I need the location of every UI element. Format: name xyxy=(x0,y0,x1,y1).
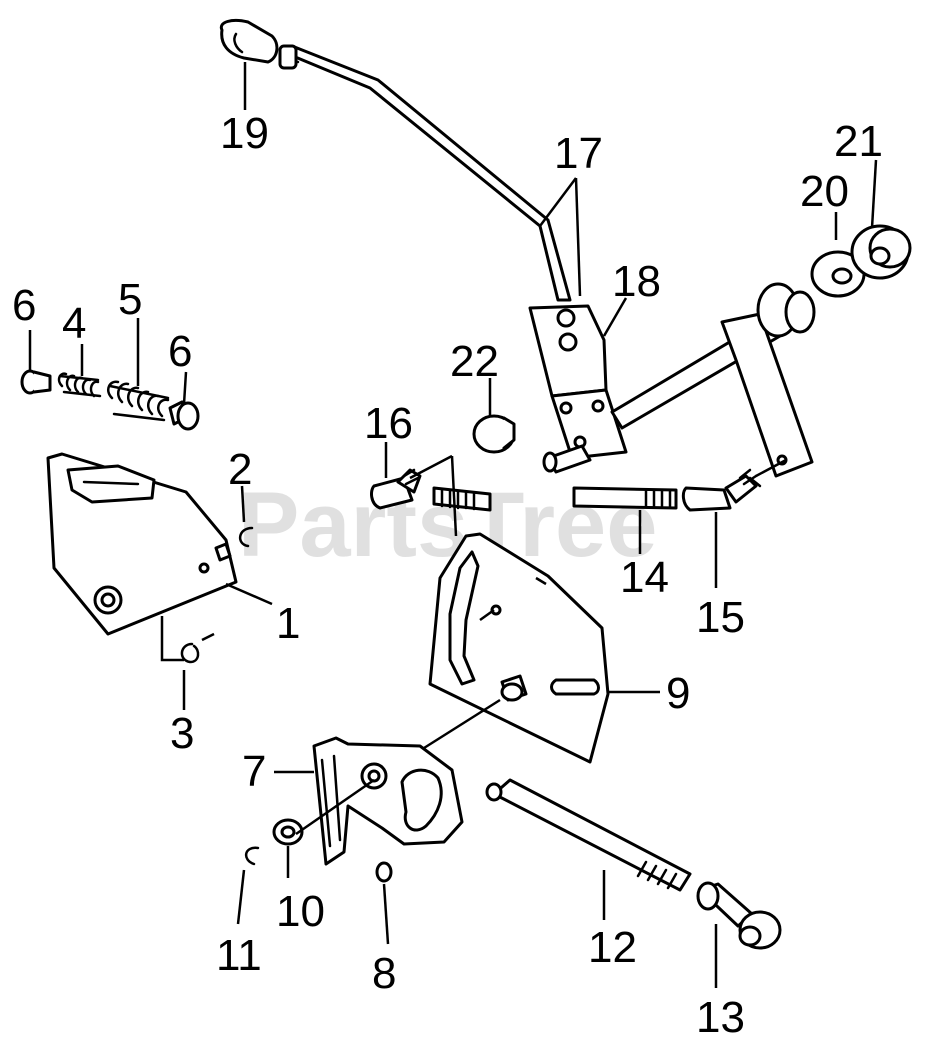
callout-16: 16 xyxy=(364,399,413,448)
callout-20: 20 xyxy=(800,167,849,216)
callout-21: 21 xyxy=(834,117,883,166)
callout-11: 11 xyxy=(216,931,262,980)
callout-4: 4 xyxy=(62,299,86,348)
callout-6-left: 6 xyxy=(12,281,36,330)
part-21-bushing[interactable] xyxy=(850,224,912,280)
callout-3: 3 xyxy=(170,709,194,758)
part-13-rod-end[interactable] xyxy=(696,881,782,950)
part-18-mount-plate[interactable] xyxy=(528,304,628,474)
part-17-lever[interactable] xyxy=(278,44,572,302)
callout-19: 19 xyxy=(220,109,269,158)
callout-10: 10 xyxy=(276,887,325,936)
callout-1: 1 xyxy=(276,599,300,648)
callout-9: 9 xyxy=(666,669,690,718)
callout-15: 15 xyxy=(696,593,745,642)
part-12-rod[interactable] xyxy=(485,778,692,892)
part-9-shifter-plate[interactable] xyxy=(428,532,610,764)
part-6-retainer-right[interactable] xyxy=(168,400,200,431)
part-22-cap[interactable] xyxy=(472,414,516,454)
callout-numbers: 19 17 18 20 21 6 4 5 6 22 16 2 1 3 14 15… xyxy=(12,109,883,1042)
callout-8: 8 xyxy=(372,949,396,998)
callout-7: 7 xyxy=(242,747,266,796)
part-20-washer[interactable] xyxy=(810,250,866,298)
part-14-threaded-rod[interactable] xyxy=(432,486,678,512)
leader-lines xyxy=(28,62,878,988)
callout-22: 22 xyxy=(450,337,499,386)
part-15-rod-end[interactable] xyxy=(681,468,762,512)
part-1-bracket[interactable] xyxy=(46,452,238,636)
part-6-retainer-left[interactable] xyxy=(20,369,52,395)
callout-18: 18 xyxy=(612,257,661,306)
part-19-grip[interactable] xyxy=(219,18,279,64)
part-8-nut[interactable] xyxy=(375,861,393,883)
callout-12: 12 xyxy=(588,923,637,972)
callout-13: 13 xyxy=(696,993,745,1042)
part-16-rod-end[interactable] xyxy=(370,468,422,510)
part-10-washer[interactable] xyxy=(272,818,304,846)
part-4-spring[interactable] xyxy=(57,372,102,398)
callout-17: 17 xyxy=(554,129,603,178)
part-11-clip[interactable] xyxy=(245,846,260,866)
part-3-clip[interactable] xyxy=(180,642,200,664)
callout-14: 14 xyxy=(620,553,669,602)
callout-5: 5 xyxy=(118,275,142,324)
part-7-lower-bracket[interactable] xyxy=(312,736,464,866)
part-2-clip[interactable] xyxy=(239,526,254,548)
cross-shaft[interactable] xyxy=(610,312,814,478)
shaft-bushing[interactable] xyxy=(756,282,816,338)
callout-6-right: 6 xyxy=(168,327,192,376)
callout-2: 2 xyxy=(228,445,252,494)
part-5-spring[interactable] xyxy=(107,380,170,422)
